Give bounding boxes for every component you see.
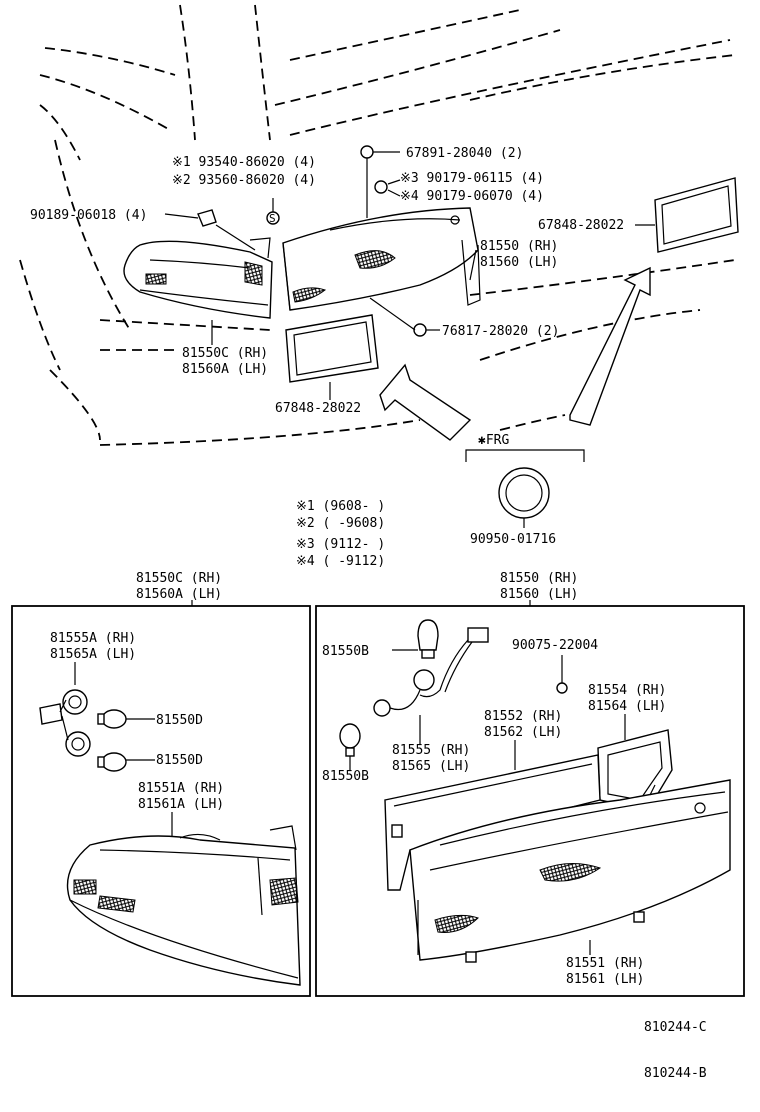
label-81561a: 81561A (LH) — [138, 797, 224, 812]
note-2: ※2 ( -9608) — [296, 516, 385, 531]
right-box-head-1: 81550 (RH) — [500, 571, 578, 586]
left-box-head-2: 81560A (LH) — [136, 587, 222, 602]
lamp-assembly-left-top[interactable] — [123, 237, 273, 319]
label-81552: 81552 (RH) — [484, 709, 562, 724]
gasket-right-67848[interactable] — [654, 177, 739, 253]
label-90950: 90950-01716 — [470, 532, 556, 547]
lens-81551a[interactable] — [66, 825, 301, 986]
label-90075: 90075-22004 — [512, 638, 598, 653]
label-81565a: 81565A (LH) — [50, 647, 136, 662]
label-81550d-2: 81550D — [156, 753, 203, 768]
label-81550b-2: 81550B — [322, 769, 369, 784]
leader-lines-top — [164, 151, 655, 400]
label-81551: 81551 (RH) — [566, 956, 644, 971]
vehicle-body-outline — [19, 4, 736, 446]
label-lamp-81560: 81560 (LH) — [480, 255, 558, 270]
frg-title: ✱FRG — [478, 433, 509, 448]
label-81564: 81564 (LH) — [588, 699, 666, 714]
diagram-code-b: 810244-B — [644, 1066, 707, 1081]
right-box-head-2: 81560 (LH) — [500, 587, 578, 602]
direction-arrow-left — [379, 363, 472, 441]
label-81562: 81562 (LH) — [484, 725, 562, 740]
right-detail-box — [315, 605, 745, 997]
label-90189: 90189-06018 (4) — [30, 208, 147, 223]
diagram-code-c: 810244-C — [644, 1020, 707, 1035]
label-lamp-81560a: 81560A (LH) — [182, 362, 268, 377]
left-detail-box — [11, 605, 311, 997]
label-screw-1: ※1 93540-86020 (4) — [172, 155, 316, 170]
direction-arrow-right — [569, 266, 651, 426]
label-lamp-81550c: 81550C (RH) — [182, 346, 268, 361]
label-67891: 67891-28040 (2) — [406, 146, 523, 161]
note-4: ※4 ( -9112) — [296, 554, 385, 569]
clip-76817-icon — [413, 323, 427, 337]
label-81551a: 81551A (RH) — [138, 781, 224, 796]
label-81555a: 81555A (RH) — [50, 631, 136, 646]
bulb-81550b-icon-1 — [417, 619, 439, 659]
plug-90075-icon — [556, 682, 568, 694]
frg-section: ✱FRG 90950-01716 — [465, 433, 585, 547]
lamp-assembly-center-top[interactable] — [282, 207, 479, 311]
bulb-81550d-icon-1 — [97, 709, 127, 729]
gasket-left-67848[interactable] — [285, 314, 379, 383]
label-81555: 81555 (RH) — [392, 743, 470, 758]
label-gasket-right: 67848-28022 — [538, 218, 624, 233]
label-81565: 81565 (LH) — [392, 759, 470, 774]
socket-harness-81555-icon — [373, 627, 489, 717]
label-81554: 81554 (RH) — [588, 683, 666, 698]
label-gasket-left: 67848-28022 — [275, 401, 361, 416]
label-81561: 81561 (LH) — [566, 972, 644, 987]
svg-text:S: S — [269, 212, 276, 225]
left-box-head-1: 81550C (RH) — [136, 571, 222, 586]
note-3: ※3 (9112- ) — [296, 537, 385, 552]
label-81550b-1: 81550B — [322, 644, 369, 659]
gasket-strip-center — [461, 239, 481, 306]
socket-81555a-icon — [39, 689, 91, 757]
note-1: ※1 (9608- ) — [296, 499, 385, 514]
label-screw-4: ※4 90179-06070 (4) — [400, 189, 544, 204]
screw-90179-icon — [374, 180, 388, 194]
bulb-81550d-icon-2 — [97, 752, 127, 772]
bulb-81550b-icon-2 — [339, 723, 361, 757]
label-76817: 76817-28020 (2) — [442, 324, 559, 339]
label-screw-2: ※2 93560-86020 (4) — [172, 173, 316, 188]
label-screw-3: ※3 90179-06115 (4) — [400, 171, 544, 186]
lens-81551[interactable] — [409, 779, 731, 963]
label-lamp-81550: 81550 (RH) — [480, 239, 558, 254]
clip-67891-icon — [360, 145, 374, 159]
nut-90189-icon — [197, 209, 217, 227]
label-81550d-1: 81550D — [156, 713, 203, 728]
